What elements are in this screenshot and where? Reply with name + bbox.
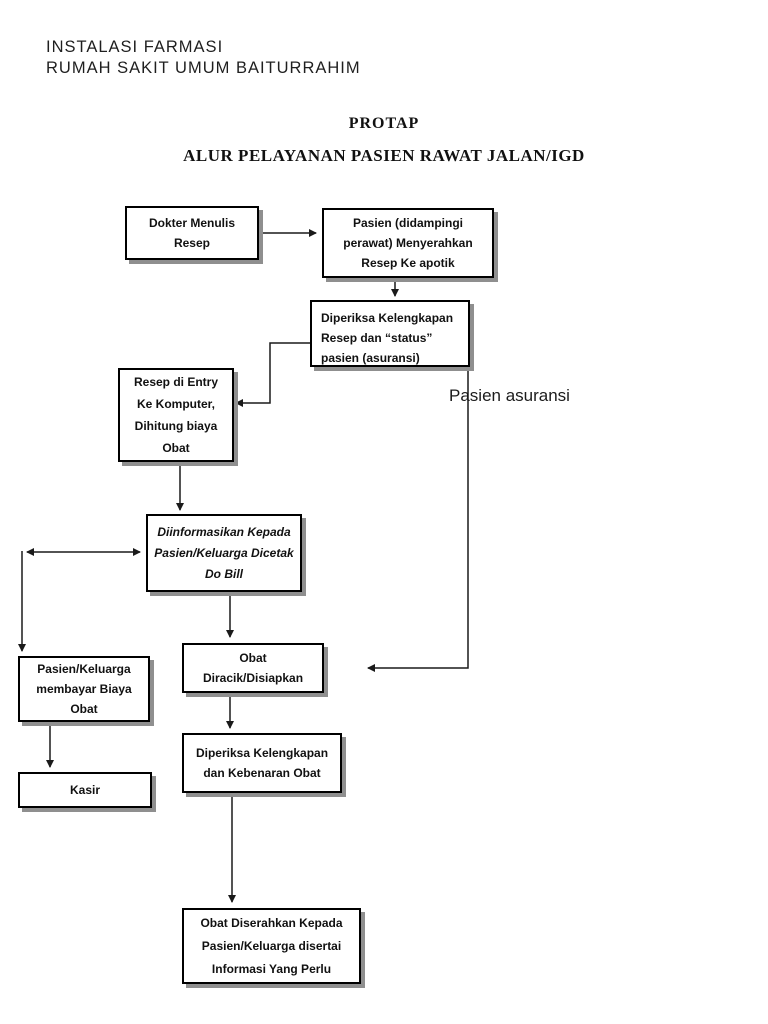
annotation-pasien-asuransi: Pasien asuransi (449, 386, 570, 405)
box-diperiksa-kebenaran-obat: Diperiksa Kelengkapan dan Kebenaran Obat (182, 733, 342, 793)
box-text: Diinformasikan Kepada Pasien/Keluarga Di… (154, 524, 294, 581)
box-text: Resep di Entry Ke Komputer, Dihitung bia… (133, 375, 219, 455)
box-text: Dokter Menulis Resep (148, 216, 235, 250)
box-text: Kasir (69, 783, 101, 797)
box-resep-di-entry: Resep di Entry Ke Komputer, Dihitung bia… (118, 368, 234, 462)
letterhead: INSTALASI FARMASI RUMAH SAKIT UMUM BAITU… (46, 38, 361, 77)
box-text: Pasien/Keluarga membayar Biaya Obat (36, 662, 132, 716)
box-obat-diracik: Obat Diracik/Disiapkan (182, 643, 324, 693)
box-text: Diperiksa Kelengkapan Resep dan “status”… (321, 311, 454, 365)
box-text: Diperiksa Kelengkapan dan Kebenaran Obat (195, 746, 329, 780)
box-diperiksa-kelengkapan-resep: Diperiksa Kelengkapan Resep dan “status”… (310, 300, 470, 367)
box-text: Obat Diracik/Disiapkan (202, 651, 304, 685)
box-obat-diserahkan: Obat Diserahkan Kepada Pasien/Keluarga d… (182, 908, 361, 984)
box-kasir: Kasir (18, 772, 152, 808)
box-text: Pasien (didampingi perawat) Menyerahkan … (343, 216, 473, 270)
box-pasien-menyerahkan-resep: Pasien (didampingi perawat) Menyerahkan … (322, 208, 494, 278)
box-diinformasikan-kepada: Diinformasikan Kepada Pasien/Keluarga Di… (146, 514, 302, 592)
connector-periksa-resep-to-entry (235, 342, 310, 407)
doc-title: PROTAP (348, 115, 420, 132)
box-text: Obat Diserahkan Kepada Pasien/Keluarga d… (200, 915, 343, 976)
doc-subtitle: ALUR PELAYANAN PASIEN RAWAT JALAN/IGD (183, 146, 585, 165)
box-dokter-menulis-resep: Dokter Menulis Resep (125, 206, 259, 260)
connector-pasien-asuransi-to-diracik (367, 369, 469, 672)
box-membayar-biaya-obat: Pasien/Keluarga membayar Biaya Obat (18, 656, 150, 722)
